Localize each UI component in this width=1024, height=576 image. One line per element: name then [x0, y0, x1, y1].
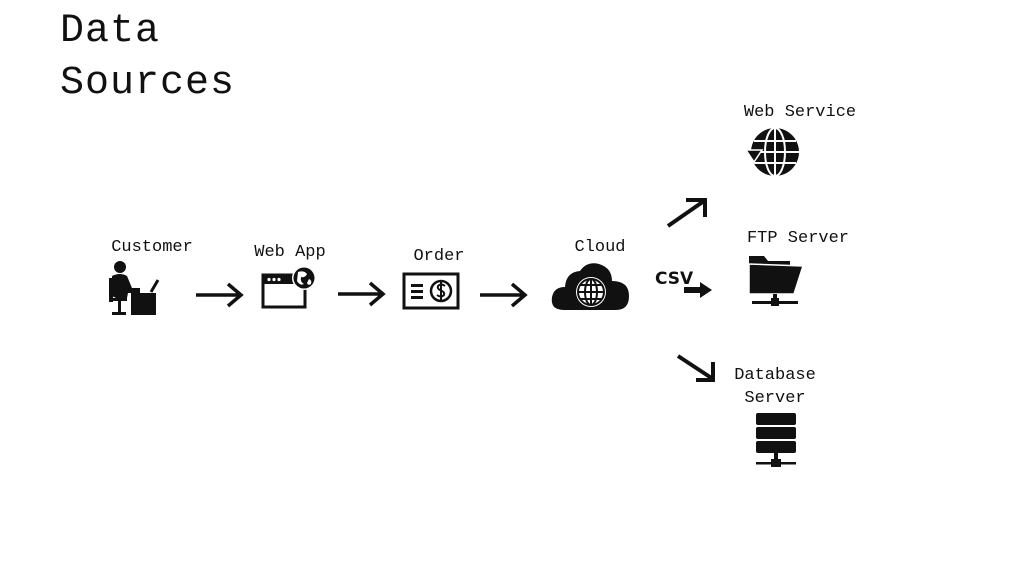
web-service-label: Web Service: [743, 103, 857, 122]
web-app-label: Web App: [254, 243, 326, 262]
ftp-server-label: FTP Server: [746, 229, 850, 248]
cloud-globe-icon: [550, 260, 632, 314]
open-folder-network-icon: [746, 252, 806, 308]
database-server-label-line-2: Server: [744, 389, 806, 408]
globe-arrow-icon: [742, 126, 802, 180]
arrow-down-right-icon: [674, 352, 718, 384]
order-label: Order: [413, 247, 465, 266]
person-at-desk-icon: [106, 258, 164, 318]
browser-window-globe-icon: [260, 265, 320, 311]
arrow-right-icon: [478, 282, 530, 308]
title-line-1: Data: [60, 9, 161, 54]
arrow-right-icon: [336, 281, 388, 307]
title-line-2: Sources: [60, 61, 236, 106]
money-bill-icon: [402, 272, 460, 310]
csv-arrow-icon: CSV: [654, 266, 716, 302]
customer-label: Customer: [111, 238, 193, 257]
page-title: Data Sources: [60, 6, 235, 110]
arrow-right-icon: [194, 282, 246, 308]
database-server-label: Database Server: [724, 364, 826, 410]
arrow-up-right-icon: [664, 196, 710, 230]
server-stack-icon: [754, 411, 798, 469]
database-server-label-line-1: Database: [734, 366, 816, 385]
csv-label: CSV: [655, 269, 694, 289]
cloud-label: Cloud: [574, 238, 626, 257]
